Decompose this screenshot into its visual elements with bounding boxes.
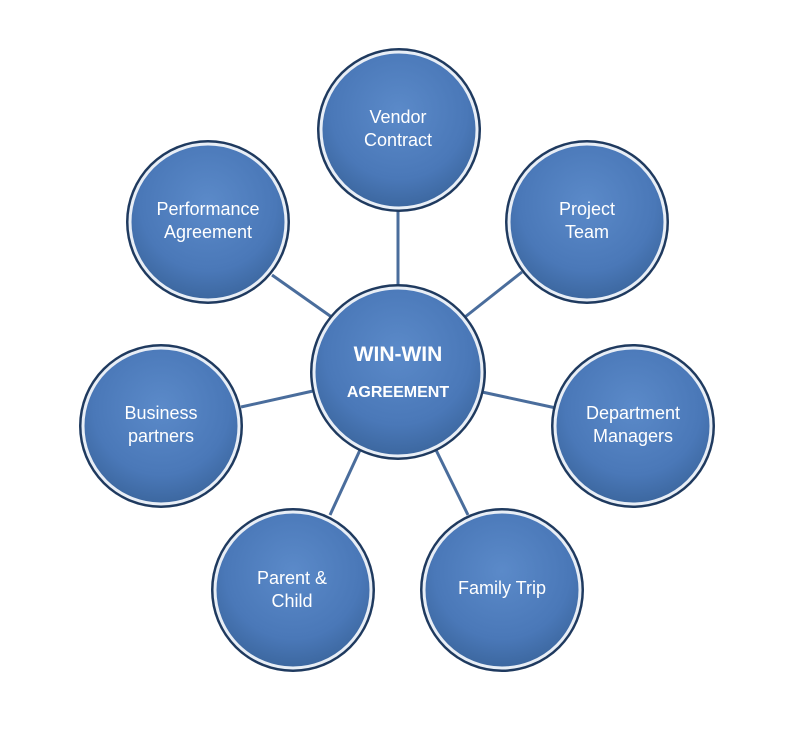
node-performance-agreement: Performance Agreement	[126, 140, 290, 304]
node-department-managers-line2: Managers	[593, 426, 673, 446]
node-parent-child: Parent & Child	[211, 508, 375, 672]
connector-parent-child	[328, 449, 362, 516]
node-performance-agreement-line2: Agreement	[164, 222, 252, 242]
node-vendor-contract-line2: Contract	[364, 130, 432, 150]
node-business-partners-line2: partners	[128, 426, 194, 446]
connector-business-partners	[240, 389, 314, 409]
node-project-team-line1: Project	[559, 199, 615, 219]
hub-subtitle: AGREEMENT	[347, 384, 449, 401]
hub-title: WIN-WIN	[354, 343, 443, 366]
connector-family-trip	[434, 449, 470, 516]
node-business-partners-line1: Business	[124, 403, 197, 423]
node-vendor-contract: Vendor Contract	[317, 48, 481, 212]
node-department-managers-line1: Department	[586, 403, 680, 423]
node-vendor-contract-line1: Vendor	[369, 107, 426, 127]
connector-performance-agreement	[271, 273, 334, 320]
node-project-team-line2: Team	[565, 222, 609, 242]
node-family-trip-line1: Family Trip	[458, 578, 546, 598]
hub-node: WIN-WIN AGREEMENT	[310, 284, 486, 460]
node-performance-agreement-line1: Performance	[156, 199, 259, 219]
node-family-trip: Family Trip	[420, 508, 584, 672]
connector-project-team	[464, 270, 523, 319]
node-business-partners: Business partners	[79, 344, 243, 508]
node-parent-child-line2: Child	[271, 591, 312, 611]
node-department-managers: Department Managers	[551, 344, 715, 508]
connector-department-managers	[481, 390, 557, 410]
node-parent-child-line1: Parent &	[257, 568, 327, 588]
node-project-team: Project Team	[505, 140, 669, 304]
connectors	[240, 210, 557, 516]
